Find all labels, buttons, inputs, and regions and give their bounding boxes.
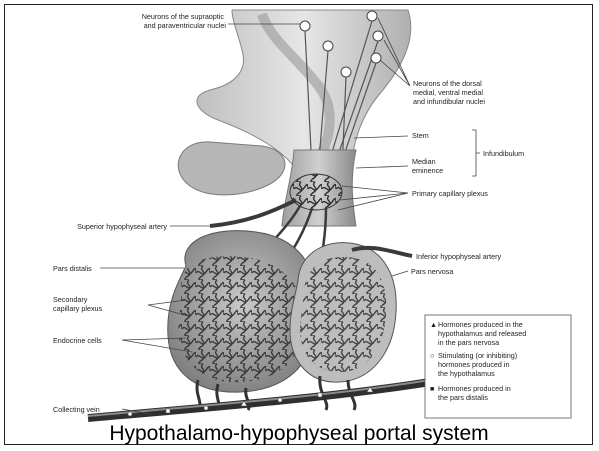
- primary-capillary-plexus: [290, 174, 342, 210]
- legend-box: ▲ Hormones produced in the hypothalamus …: [425, 315, 571, 418]
- slide-caption: Hypothalamo-hypophyseal portal system: [109, 422, 488, 445]
- label-pars-distalis: Pars distalis: [53, 264, 92, 273]
- label-primary-plexus: Primary capillary plexus: [412, 189, 488, 198]
- label-dorsal-nuclei: Neurons of the dorsal medial, ventral me…: [413, 79, 485, 106]
- label-supraoptic: Neurons of the supraoptic and paraventri…: [142, 12, 227, 30]
- posterior-capillary-mesh: [300, 257, 386, 372]
- label-median-eminence: Median eminence: [412, 157, 443, 175]
- label-endocrine-cells: Endocrine cells: [53, 336, 102, 345]
- label-pars-nervosa: Pars nervosa: [411, 267, 453, 276]
- label-infundibulum: Infundibulum: [483, 149, 524, 158]
- optic-chiasm: [178, 142, 285, 195]
- label-superior-artery: Superior hypophyseal artery: [77, 222, 167, 231]
- label-inferior-artery: Inferior hypophyseal artery: [416, 252, 502, 261]
- label-collecting-vein: Collecting vein: [53, 405, 100, 414]
- secondary-capillary-plexus: [178, 256, 304, 382]
- label-secondary-plexus: Secondary capillary plexus: [53, 295, 103, 313]
- label-stem: Stem: [412, 131, 429, 140]
